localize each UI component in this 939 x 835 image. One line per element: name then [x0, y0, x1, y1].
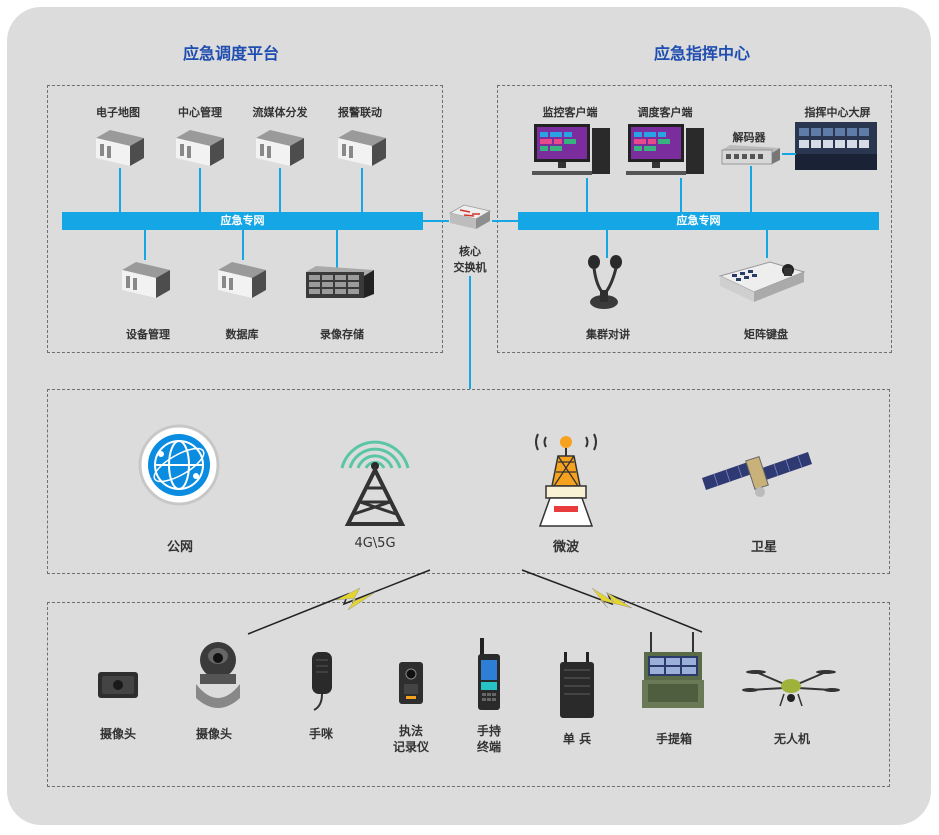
computer-icon	[532, 124, 610, 175]
body-camera-icon	[399, 662, 423, 704]
label-public-network: 公网	[166, 540, 193, 555]
label-individual-soldier: 单 兵	[562, 732, 592, 746]
link-line	[361, 168, 363, 212]
label-center-management: 中心管理	[178, 106, 222, 119]
command-center-box	[497, 85, 892, 353]
label-video-storage: 录像存储	[320, 328, 364, 341]
database-server-icon	[218, 262, 266, 298]
network-box	[47, 389, 890, 574]
link-line	[586, 178, 588, 212]
ptz-camera-icon	[196, 642, 240, 708]
left-private-network-bus: 应急专网	[62, 212, 423, 230]
microwave-tower-icon	[535, 433, 597, 527]
link-line	[336, 230, 338, 268]
link-line	[469, 276, 471, 389]
link-line	[423, 220, 449, 222]
command-center-title: 应急指挥中心	[654, 44, 751, 63]
label-handheld-mic: 手咪	[308, 727, 333, 741]
label-law-recorder-2: 记录仪	[392, 740, 429, 754]
label-satellite: 卫星	[750, 540, 777, 555]
bus-label: 应急专网	[220, 214, 265, 227]
server-icon	[176, 130, 224, 166]
right-private-network-bus: 应急专网	[518, 212, 879, 230]
video-wall-icon	[795, 122, 877, 170]
label-command-screen: 指挥中心大屏	[804, 106, 871, 119]
link-line	[766, 230, 768, 258]
matrix-keyboard-icon	[718, 261, 806, 302]
label-microwave: 微波	[552, 540, 579, 555]
label-matrix-keyboard: 矩阵键盘	[744, 328, 788, 341]
satellite-icon	[702, 452, 812, 497]
link-line	[279, 168, 281, 212]
handheld-terminal-icon	[478, 638, 500, 710]
wireless-links	[247, 569, 703, 635]
handheld-mic-icon	[312, 652, 332, 711]
label-camera-2: 摄像头	[195, 727, 232, 741]
label-drone: 无人机	[773, 732, 810, 746]
label-camera-1: 摄像头	[99, 727, 136, 741]
label-handheld-terminal-1: 手持	[476, 724, 501, 738]
server-icon	[122, 262, 170, 298]
link-line	[750, 166, 752, 212]
storage-array-icon	[306, 266, 374, 298]
platform-title: 应急调度平台	[183, 44, 280, 63]
label-stream-distribution: 流媒体分发	[252, 106, 308, 119]
label-4g5g: 4G\5G	[354, 536, 396, 551]
server-icon	[338, 130, 386, 166]
computer-icon	[626, 124, 704, 175]
globe-icon	[138, 424, 220, 506]
link-line	[606, 230, 608, 258]
label-law-recorder-1: 执法	[398, 724, 423, 738]
label-electronic-map: 电子地图	[96, 106, 140, 119]
server-icon	[96, 130, 144, 166]
link-line	[144, 230, 146, 260]
label-trunk-talk: 集群对讲	[586, 328, 630, 341]
individual-soldier-icon	[560, 652, 594, 718]
portable-case-icon	[642, 632, 704, 708]
label-handheld-terminal-2: 终端	[476, 740, 501, 754]
label-monitor-client: 监控客户端	[542, 106, 598, 119]
label-device-management: 设备管理	[126, 328, 170, 341]
link-line	[680, 178, 682, 212]
label-database: 数据库	[225, 328, 259, 341]
devices-box	[47, 602, 890, 787]
platform-box	[47, 85, 443, 353]
label-alarm-linkage: 报警联动	[338, 106, 382, 119]
cell-tower-icon	[340, 440, 410, 526]
core-switch-label-2: 交换机	[453, 261, 487, 274]
link-line	[492, 220, 518, 222]
label-decoder: 解码器	[732, 131, 766, 144]
drone-icon	[742, 670, 840, 707]
label-dispatch-client: 调度客户端	[637, 106, 693, 119]
decoder-icon	[721, 145, 780, 165]
core-switch-label-1: 核心	[459, 245, 481, 258]
link-line	[242, 230, 244, 260]
switch-icon	[448, 204, 492, 229]
bus-label: 应急专网	[676, 214, 721, 227]
link-line	[199, 168, 201, 212]
link-line	[782, 153, 796, 155]
box-camera-icon	[98, 672, 138, 698]
server-icon	[256, 130, 304, 166]
link-line	[119, 168, 121, 212]
label-portable-case: 手提箱	[655, 732, 692, 746]
microphone-icon	[588, 255, 622, 309]
